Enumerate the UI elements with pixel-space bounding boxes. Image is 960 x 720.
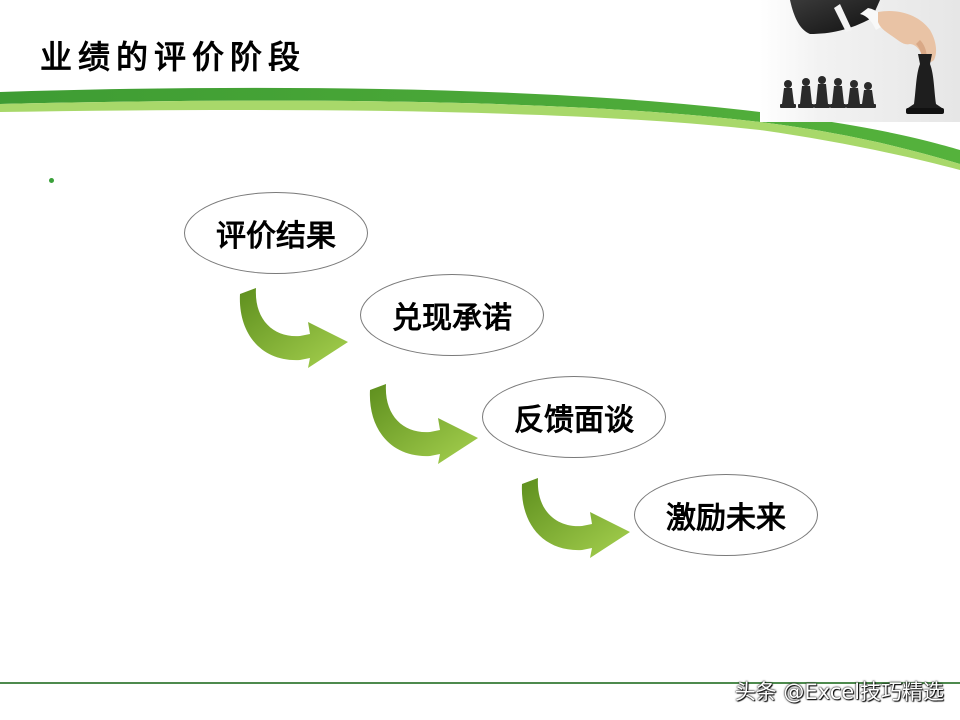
stage-feedback-interview: 反馈面谈 [482,376,666,458]
stage-motivate-future: 激励未来 [634,474,818,556]
green-header-band [0,87,960,170]
stage-fulfill-commitment: 兑现承诺 [360,274,544,356]
curved-arrow-icon [369,384,478,464]
curved-arrow-icon [239,288,348,368]
footer-divider [0,682,960,684]
curved-arrow-icon [521,478,630,558]
chess-hand-photo [760,0,960,122]
source-watermark: 头条 @Excel技巧精选 [734,680,944,704]
bullet-dot [49,178,54,183]
stage-evaluate-results: 评价结果 [184,192,368,274]
page-title: 业绩的评价阶段 [40,38,307,76]
